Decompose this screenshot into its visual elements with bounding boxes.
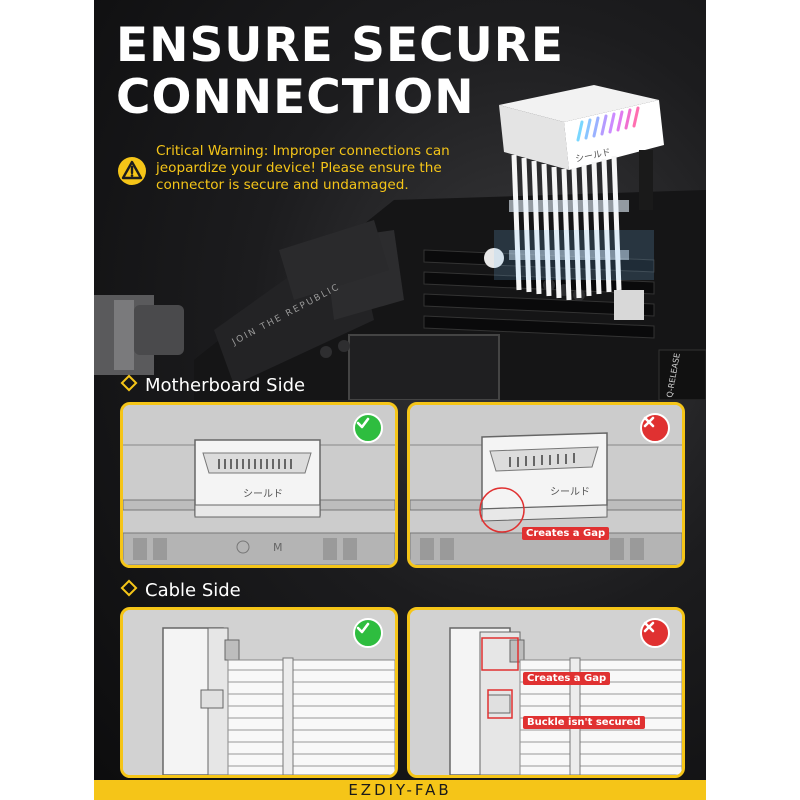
- brand-name: EZDIY-FAB: [348, 781, 452, 799]
- mb-gap-label: Creates a Gap: [522, 527, 610, 540]
- panel-motherboard-correct-drawing: M シールド: [123, 405, 395, 565]
- mb-correct-connector-logo: シールド: [243, 489, 283, 500]
- panel-cable-wrong: Creates a Gap Buckle isn't secured: [407, 607, 685, 778]
- diamond-bullet-icon: [120, 374, 138, 392]
- checkmark-icon: [353, 618, 383, 648]
- svg-text:M: M: [273, 541, 283, 554]
- panel-motherboard-wrong: シールド Creates a Gap: [407, 402, 685, 568]
- cross-icon: [640, 618, 670, 648]
- cable-buckle-label: Buckle isn't secured: [523, 716, 645, 729]
- section-title-cable-text: Cable Side: [145, 580, 241, 601]
- panel-motherboard-correct: M シールド: [120, 402, 398, 568]
- section-title-motherboard-text: Motherboard Side: [145, 375, 306, 396]
- warning-text: Critical Warning: Improper connections c…: [156, 143, 450, 193]
- checkmark-icon: [353, 413, 383, 443]
- product-poster: JOIN THE REPUBLIC Q-RELEASE: [94, 0, 706, 800]
- mb-wrong-connector-logo: シールド: [550, 487, 590, 498]
- section-title-cable: Cable Side: [120, 579, 241, 602]
- hero-illustration: JOIN THE REPUBLIC Q-RELEASE: [94, 85, 706, 400]
- cable-gap-label: Creates a Gap: [523, 672, 611, 685]
- warning-icon: [118, 157, 146, 185]
- motherboard: JOIN THE REPUBLIC Q-RELEASE: [194, 190, 706, 400]
- headline-line-2: CONNECTION: [116, 70, 475, 125]
- panel-cable-correct: [120, 607, 398, 778]
- hero-connector: シールド: [494, 85, 664, 320]
- panel-cable-correct-drawing: [123, 610, 395, 775]
- cross-icon: [640, 413, 670, 443]
- headline-line-1: ENSURE SECURE: [116, 18, 565, 73]
- section-title-motherboard: Motherboard Side: [120, 374, 306, 397]
- cable-bundle-left: [94, 295, 184, 375]
- diamond-bullet-icon: [120, 579, 138, 597]
- footer-bar: EZDIY-FAB: [94, 780, 706, 800]
